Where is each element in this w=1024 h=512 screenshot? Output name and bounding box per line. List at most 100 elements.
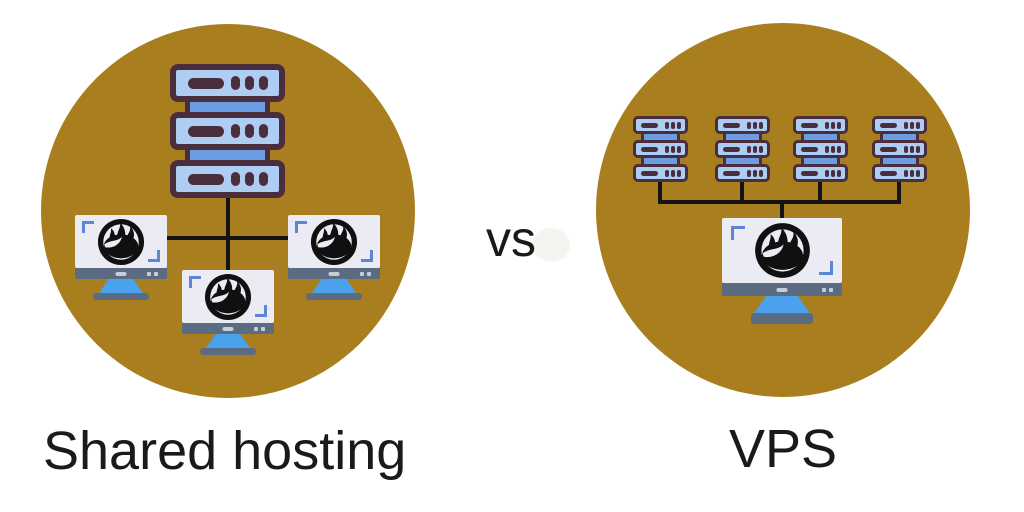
server-unit (793, 140, 848, 158)
server-unit (793, 164, 848, 182)
corner-bracket-icon (82, 221, 94, 233)
server-unit (715, 116, 770, 134)
monitor-screen (182, 270, 274, 323)
server-led-dots (663, 145, 681, 153)
server-unit (170, 112, 285, 150)
server-rack-icon (170, 64, 285, 198)
server-led-dots (902, 169, 920, 177)
corner-bracket-icon (148, 250, 160, 262)
globe-flame-icon (97, 218, 145, 265)
connector-line (740, 182, 744, 204)
monitor-icon (75, 215, 167, 300)
drive-slot (880, 146, 897, 152)
server-unit (170, 160, 285, 198)
drive-slot (641, 146, 658, 152)
drive-slot (801, 122, 818, 128)
drive-slot (641, 122, 658, 128)
corner-bracket-icon (189, 276, 201, 288)
drive-slot (641, 170, 658, 176)
monitor-bezel (722, 283, 842, 296)
monitor-icon (288, 215, 380, 300)
rack-band (880, 158, 919, 164)
drive-slot (188, 77, 224, 89)
rack-band (185, 102, 270, 112)
monitor-base (751, 313, 813, 324)
corner-bracket-icon (731, 226, 745, 240)
connector-line (897, 182, 901, 204)
bezel-dots (822, 287, 833, 292)
connector-line (658, 182, 662, 204)
connector-bus-line (658, 200, 901, 204)
drive-slot (723, 122, 740, 128)
server-rack-icon (633, 116, 688, 182)
server-rack-icon (872, 116, 927, 182)
bezel-button (115, 271, 127, 276)
bezel-dots (360, 271, 371, 276)
connector-line (818, 182, 822, 204)
bezel-dots (147, 271, 158, 276)
drive-slot (880, 122, 897, 128)
drive-slot (801, 170, 818, 176)
vps-label: VPS (728, 419, 838, 479)
monitor-screen (288, 215, 380, 268)
corner-bracket-icon (361, 250, 373, 262)
server-unit (872, 140, 927, 158)
server-rack-icon (715, 116, 770, 182)
rack-band (880, 134, 919, 140)
drive-slot (188, 125, 224, 137)
server-rack-icon (793, 116, 848, 182)
server-led-dots (226, 172, 268, 186)
monitor-stand (312, 279, 356, 293)
globe-flame-icon (754, 223, 810, 278)
monitor-stand (206, 334, 250, 348)
monitor-icon (722, 218, 842, 324)
server-unit (793, 116, 848, 134)
server-led-dots (663, 121, 681, 129)
rack-band (723, 134, 762, 140)
bezel-button (222, 326, 234, 331)
monitor-base (200, 348, 256, 355)
server-led-dots (745, 121, 763, 129)
server-led-dots (823, 145, 841, 153)
drive-slot (723, 170, 740, 176)
drive-slot (880, 170, 897, 176)
monitor-stand (754, 296, 810, 313)
monitor-icon (182, 270, 274, 355)
server-led-dots (823, 169, 841, 177)
server-unit (170, 64, 285, 102)
server-unit (715, 140, 770, 158)
server-led-dots (745, 145, 763, 153)
drive-slot (801, 146, 818, 152)
monitor-base (306, 293, 362, 300)
drive-slot (723, 146, 740, 152)
server-unit (633, 140, 688, 158)
monitor-screen (75, 215, 167, 268)
monitor-screen (722, 218, 842, 283)
server-unit (872, 164, 927, 182)
monitor-bezel (288, 268, 380, 279)
rack-band (801, 158, 840, 164)
bezel-dots (254, 326, 265, 331)
server-unit (633, 116, 688, 134)
server-led-dots (823, 121, 841, 129)
rack-band (641, 158, 680, 164)
monitor-bezel (182, 323, 274, 334)
shared-hosting-label: Shared hosting (43, 421, 407, 481)
connector-line (226, 198, 230, 272)
drive-slot (188, 173, 224, 185)
server-led-dots (226, 124, 268, 138)
connector-line (167, 236, 288, 240)
monitor-stand (99, 279, 143, 293)
corner-bracket-icon (295, 221, 307, 233)
server-led-dots (226, 76, 268, 90)
bezel-button (776, 287, 788, 292)
rack-band (185, 150, 270, 160)
rack-band (641, 134, 680, 140)
corner-bracket-icon (255, 305, 267, 317)
server-led-dots (902, 121, 920, 129)
server-unit (715, 164, 770, 182)
vs-shadow (532, 228, 570, 262)
monitor-bezel (75, 268, 167, 279)
corner-bracket-icon (819, 261, 833, 275)
